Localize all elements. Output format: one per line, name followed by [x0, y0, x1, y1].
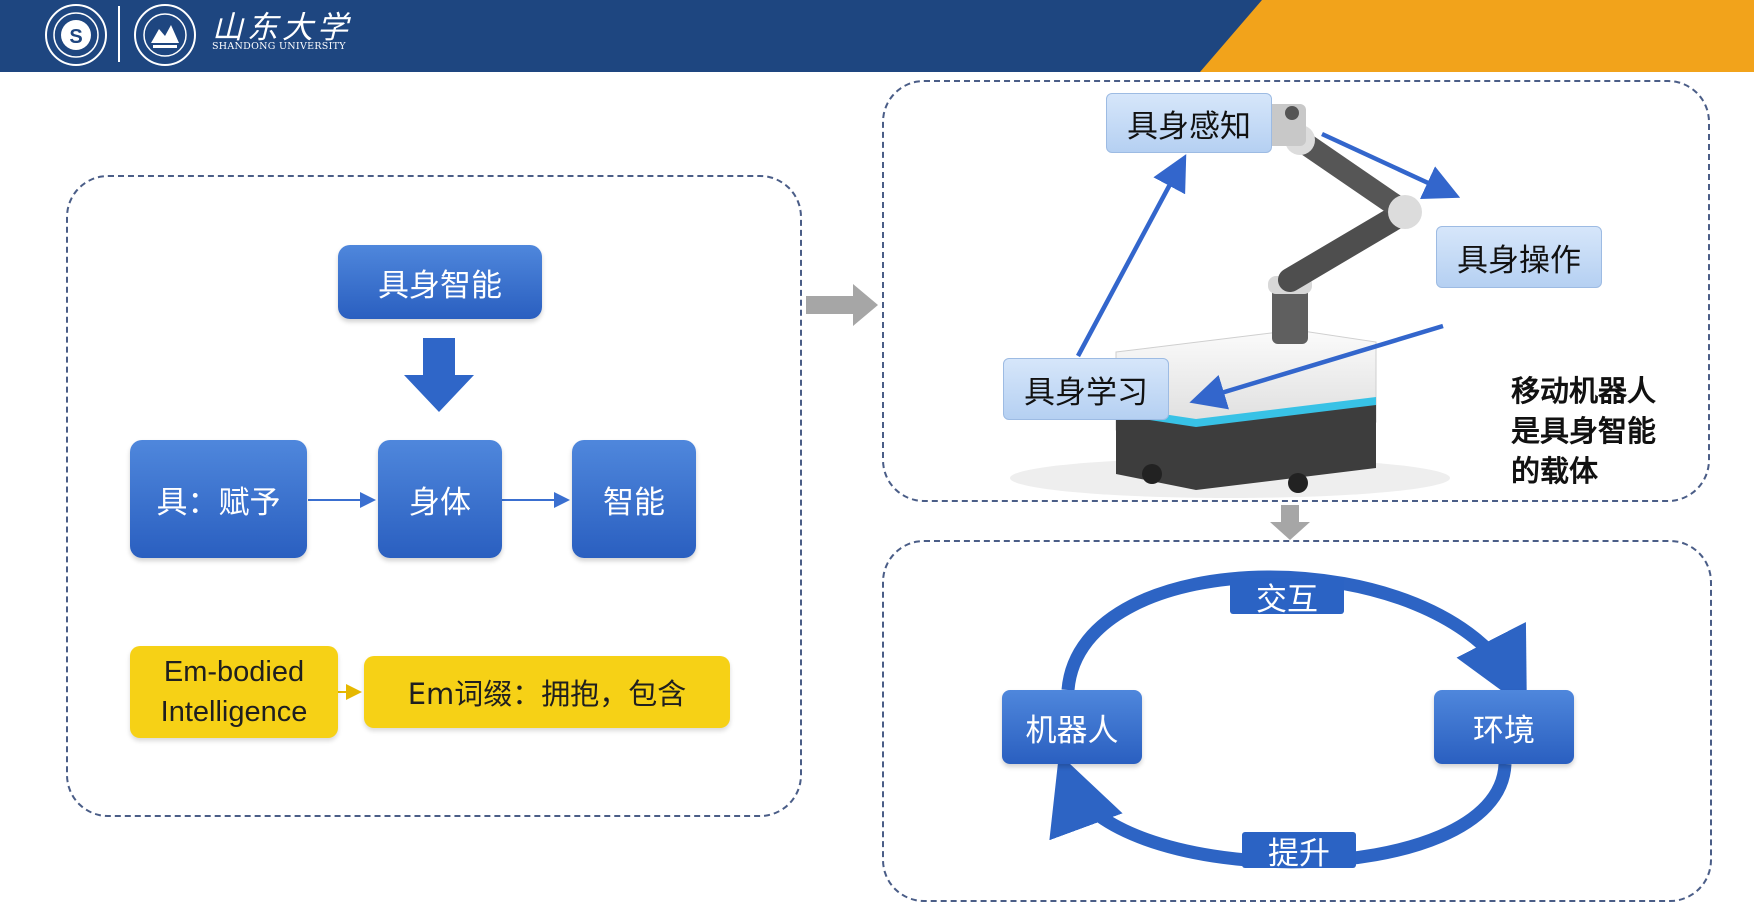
- embodied-intelligence-box: 具身智能: [338, 245, 542, 319]
- embodied-operation-label: 具身操作: [1436, 226, 1602, 288]
- arrow-perception-to-operation: [1321, 131, 1461, 200]
- svg-text:S: S: [69, 26, 82, 48]
- header-background: [0, 0, 1754, 72]
- robot-caption: 移动机器人 是具身智能 的载体: [1511, 374, 1657, 488]
- em-prefix-box: Em词缀：拥抱，包含: [364, 656, 730, 728]
- improvement-label: 提升: [1242, 832, 1356, 872]
- environment-node: 环境: [1434, 690, 1574, 764]
- cycle-panel: [882, 540, 1712, 902]
- down-gray-arrow: [1270, 505, 1310, 540]
- arrow-operation-to-learning: [1189, 323, 1444, 410]
- robot-panel: [882, 80, 1710, 502]
- left-panel: [66, 175, 802, 817]
- robot-node: 机器人: [1002, 690, 1142, 764]
- body-box: 身体: [378, 440, 502, 558]
- down-arrow: [404, 338, 474, 412]
- university-seal-icon: [133, 3, 197, 67]
- right-gray-arrow: [806, 284, 878, 326]
- embodied-intelligence-en-box: Em-bodied Intelligence: [130, 646, 338, 738]
- embodied-perception-label: 具身感知: [1106, 93, 1272, 153]
- arrow-learning-to-perception: [1076, 154, 1187, 358]
- interaction-label: 交互: [1230, 578, 1344, 618]
- cycle-arc-top: [1061, 570, 1527, 710]
- university-name-en: SHANDONG UNIVERSITY: [212, 41, 346, 52]
- embodied-learning-label: 具身学习: [1003, 358, 1169, 420]
- school-emblem-icon: S: [44, 3, 108, 67]
- header-bar: S 山东大学 SHANDONG UNIVERSITY: [0, 0, 1754, 72]
- intelligence-box: 智能: [572, 440, 696, 558]
- university-name-cn: 山东大学: [212, 10, 352, 46]
- ju-endow-box: 具：赋予: [130, 440, 307, 558]
